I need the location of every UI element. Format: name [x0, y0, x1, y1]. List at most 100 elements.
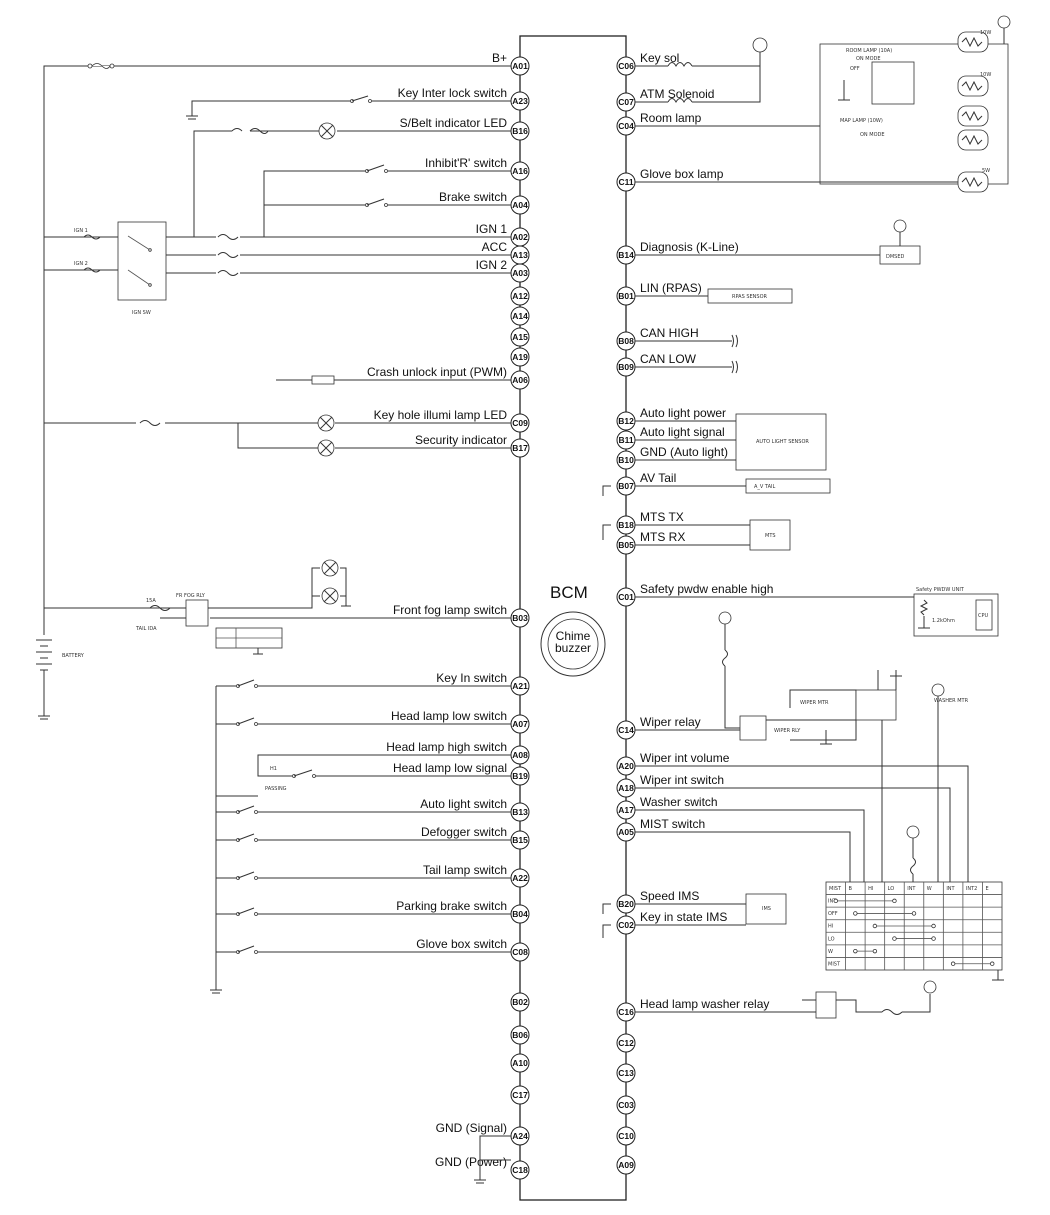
av-tail-label: A_V TAIL	[754, 484, 775, 490]
pin-label: Auto light switch	[420, 797, 507, 811]
pin-id: B16	[512, 126, 528, 136]
switch-row-label: MIST	[828, 961, 841, 967]
on-mode-label: ON MODE	[856, 56, 881, 62]
pin-id: A23	[512, 96, 528, 106]
pin-label: Key in state IMS	[640, 910, 727, 924]
pin-c16: C16 Head lamp washer relay	[616, 997, 769, 1022]
passing-label: PASSING	[265, 786, 287, 792]
pin-label: Key Inter lock switch	[398, 86, 507, 100]
pin-label: Crash unlock input (PWM)	[367, 365, 507, 379]
pin-c12: C12	[616, 1033, 636, 1053]
pin-b14: B14 Diagnosis (K-Line)	[616, 240, 739, 265]
pin-circle	[510, 1085, 530, 1105]
ground-switch	[216, 717, 511, 726]
pin-id: B05	[618, 540, 634, 550]
pin-id: B04	[512, 909, 528, 919]
pin-id: B14	[618, 250, 634, 260]
pin-label: Diagnosis (K-Line)	[640, 240, 739, 254]
pin-label: Wiper int switch	[640, 773, 724, 787]
pin-circle	[510, 992, 530, 1012]
pin-label: Front fog lamp switch	[393, 603, 507, 617]
switch-col-label: INT	[946, 886, 955, 892]
pin-label: Key sol	[640, 51, 679, 65]
pin-circle	[510, 1160, 530, 1180]
pin-a19: A19	[510, 347, 530, 367]
pin-id: A19	[512, 352, 528, 362]
pin-label: CAN HIGH	[640, 326, 699, 340]
pin-id: A03	[512, 268, 528, 278]
pin-circle	[510, 327, 530, 347]
glove-lamp-watt: 5W	[982, 168, 990, 174]
ims-label: IMS	[762, 906, 771, 912]
pin-id: B08	[618, 336, 634, 346]
pin-label: Key hole illumi lamp LED	[374, 408, 508, 422]
pin-a12: A12	[510, 286, 530, 306]
pin-id: C17	[512, 1090, 528, 1100]
pin-label: Inhibit'R' switch	[425, 156, 507, 170]
pin-circle	[510, 306, 530, 326]
pin-label: S/Belt indicator LED	[400, 116, 508, 130]
pin-id: C07	[618, 97, 634, 107]
pin-a10: A10	[510, 1053, 530, 1073]
ign2-fuse-label: IGN 2	[74, 261, 88, 267]
fog-relay-label: FR FOG RLY	[176, 593, 206, 599]
passing-switch: H1 PASSING	[257, 754, 511, 792]
switch-col-label: E	[985, 886, 988, 892]
pin-label: Head lamp washer relay	[640, 997, 769, 1011]
pin-id: A08	[512, 750, 528, 760]
pin-id: B18	[618, 520, 634, 530]
map-lamp-label: MAP LAMP (10W)	[840, 118, 883, 124]
pin-id: B19	[512, 771, 528, 781]
pin-circle	[510, 347, 530, 367]
ground-wiring	[474, 1135, 511, 1184]
pin-id: C10	[618, 1131, 634, 1141]
ground-switch	[216, 679, 511, 688]
switch-col-label: INT2	[966, 886, 977, 892]
switch-col-label: W	[927, 886, 932, 892]
battery-symbol: BATTERY	[36, 639, 85, 720]
ign1-fuse-label: IGN 1	[74, 228, 88, 234]
pin-id: C16	[618, 1007, 634, 1017]
pin-a14: A14	[510, 306, 530, 326]
pin-a23: A23 Key Inter lock switch	[398, 86, 530, 111]
pin-label: IGN 2	[476, 258, 508, 272]
pin-label: Tail lamp switch	[423, 863, 507, 877]
pin-label: Key In switch	[436, 671, 507, 685]
ground-switch	[216, 833, 511, 842]
pin-c13: C13	[616, 1063, 636, 1083]
bcm-module: BCM Chime buzzer	[519, 35, 627, 1201]
pin-label: Head lamp low switch	[391, 709, 507, 723]
pin-id: A10	[512, 1058, 528, 1068]
pin-label: Brake switch	[439, 190, 507, 204]
washer-motor-label: WASHER MTR	[934, 698, 969, 704]
pin-id: B20	[618, 899, 634, 909]
pin-id: B12	[618, 416, 634, 426]
pin-id: B06	[512, 1030, 528, 1040]
right-wiring: ROOM LAMP (10A) ON MODE OFF MAP LAMP (10…	[602, 15, 1011, 1019]
switch-col-label: LO	[888, 886, 895, 892]
safety-unit-label: Safety PWDW UNIT	[916, 587, 965, 593]
pin-id: A18	[618, 783, 634, 793]
mts-label: MTS	[765, 533, 776, 539]
pin-label: ACC	[482, 240, 508, 254]
pin-label: MTS RX	[640, 530, 685, 544]
pin-id: A09	[618, 1160, 634, 1170]
ground-switch	[216, 871, 511, 880]
switch-group	[216, 679, 511, 954]
pin-label: IGN 1	[476, 222, 508, 236]
